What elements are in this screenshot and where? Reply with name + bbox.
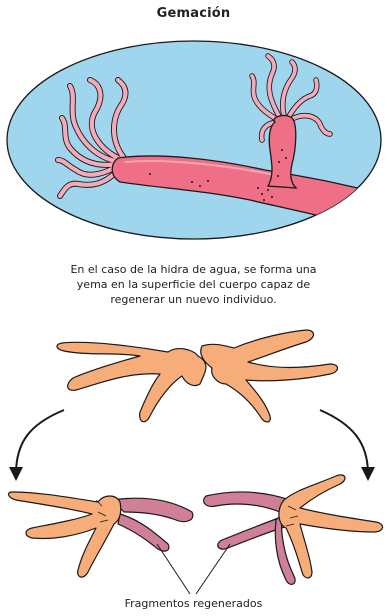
arrow-right bbox=[320, 410, 368, 474]
arrow-left bbox=[16, 410, 64, 474]
caption-line-2: yema en la superficie del cuerpo capaz d… bbox=[40, 277, 347, 292]
starfish-original bbox=[57, 330, 338, 422]
starfish-fragment-right bbox=[201, 330, 338, 422]
starfish-regenerated-left bbox=[9, 492, 193, 577]
label-pointer-lines bbox=[157, 544, 230, 594]
caption-line-3: regenerar un nuevo individuo. bbox=[40, 292, 347, 307]
hydra-caption: En el caso de la hidra de agua, se forma… bbox=[40, 262, 347, 307]
caption-line-1: En el caso de la hidra de agua, se forma… bbox=[40, 262, 347, 277]
starfish-regenerated-right bbox=[204, 475, 383, 584]
regenerated-fragments-label: Fragmentos regenerados bbox=[0, 597, 387, 610]
starfish-fragment-left bbox=[57, 342, 206, 421]
hydra-bud bbox=[268, 115, 296, 188]
